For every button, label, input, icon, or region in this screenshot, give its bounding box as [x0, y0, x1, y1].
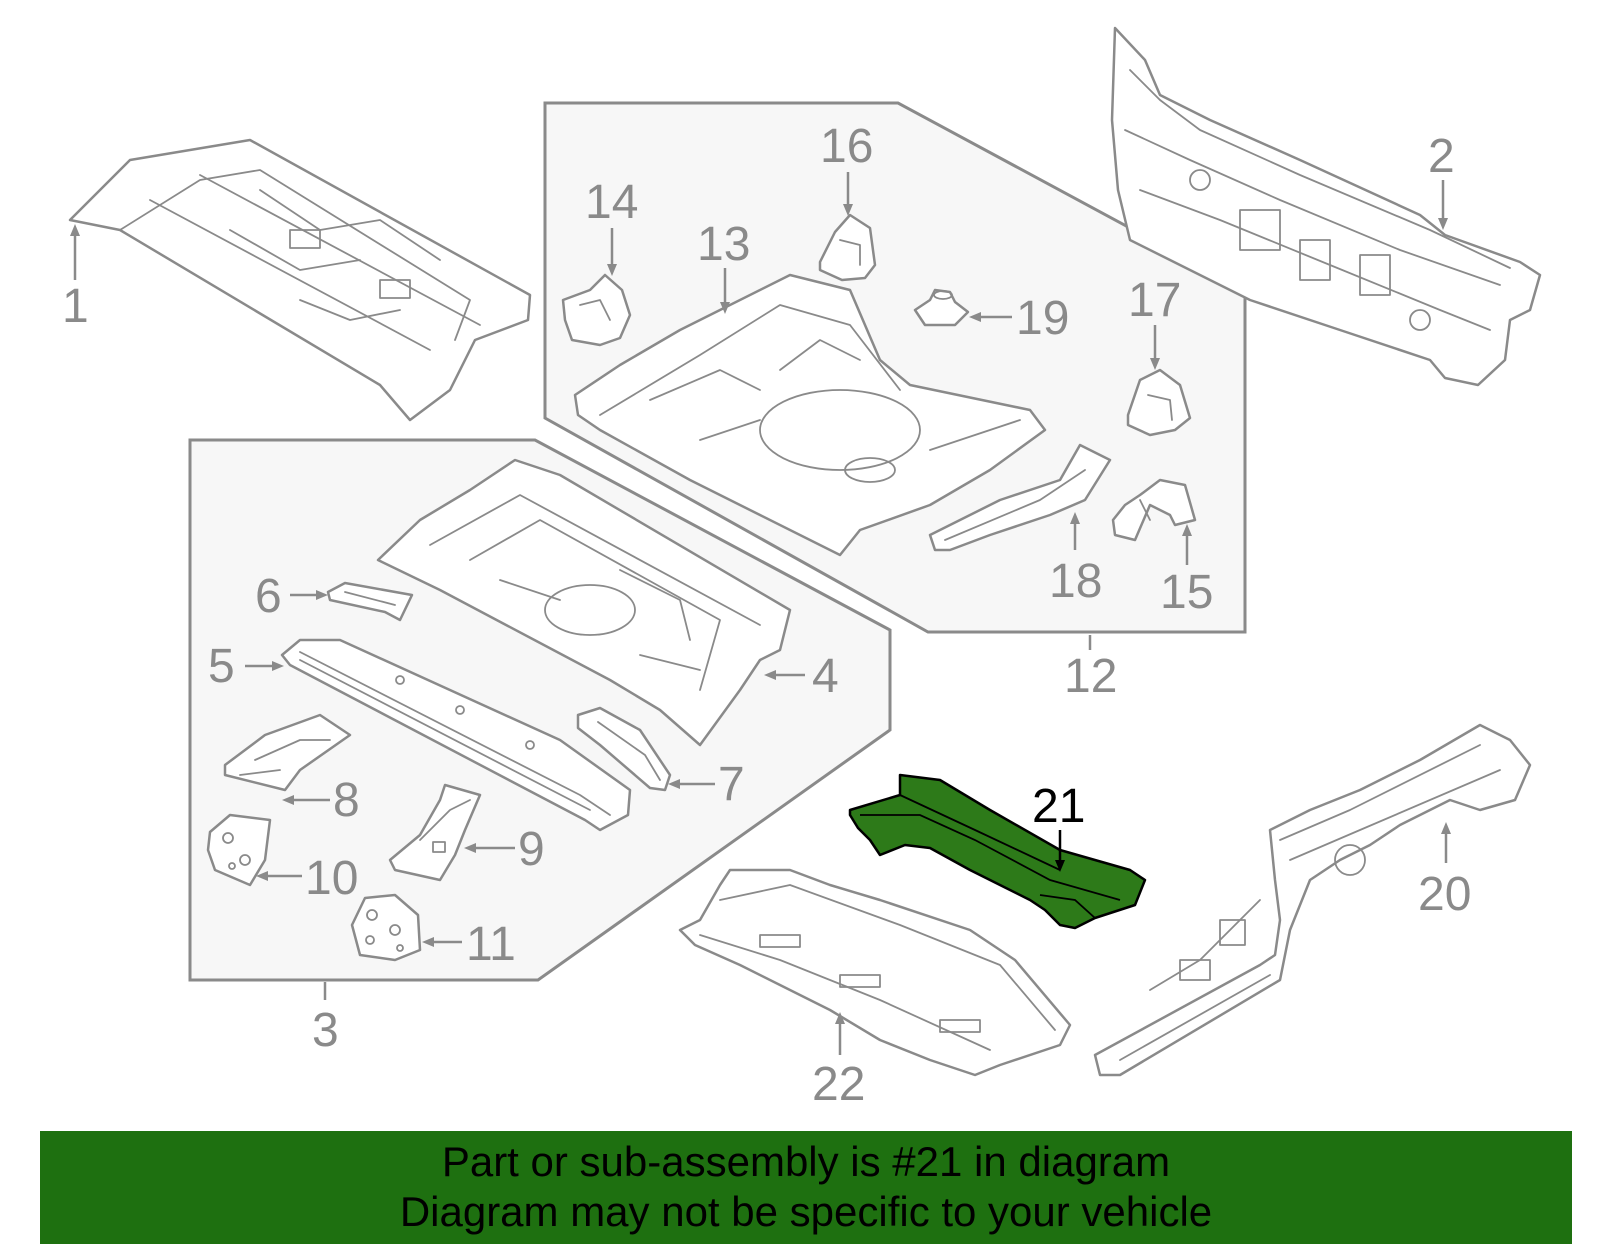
callout-6[interactable]: 6 — [255, 570, 282, 623]
arrowhead-8 — [282, 795, 294, 805]
parts-diagram: 1 2 3 4 5 6 7 8 9 10 11 12 13 14 15 16 1… — [62, 26, 1542, 1111]
arrowhead-18 — [1070, 512, 1080, 524]
arrowhead-13 — [720, 302, 730, 314]
part-21-drawing — [848, 773, 1147, 930]
part-16-drawing — [818, 213, 877, 282]
callout-10[interactable]: 10 — [305, 852, 358, 905]
banner-disclaimer: Diagram may not be specific to your vehi… — [399, 1188, 1213, 1235]
callout-18[interactable]: 18 — [1049, 555, 1102, 608]
part-11-drawing — [350, 893, 422, 962]
callout-labels: 1 2 3 4 5 6 7 8 9 10 11 12 13 14 15 16 1… — [62, 120, 1471, 1111]
arrowhead-4 — [764, 670, 776, 680]
arrowhead-15 — [1182, 524, 1192, 536]
callout-9[interactable]: 9 — [518, 823, 545, 876]
arrowhead-19 — [969, 312, 981, 322]
arrowhead-1 — [70, 224, 80, 236]
arrowhead-20 — [1441, 822, 1451, 834]
callout-17[interactable]: 17 — [1128, 274, 1181, 327]
callout-12[interactable]: 12 — [1064, 650, 1117, 703]
part-14-drawing — [561, 273, 632, 347]
part-13-drawing — [573, 273, 1047, 557]
callout-4[interactable]: 4 — [812, 650, 839, 703]
part-17-drawing — [1126, 368, 1192, 437]
arrowhead-7 — [668, 779, 680, 789]
part-9-drawing — [388, 783, 482, 882]
part-10-drawing — [206, 813, 272, 887]
part-1-drawing — [68, 138, 532, 422]
callout-7[interactable]: 7 — [718, 758, 745, 811]
arrowhead-9 — [464, 843, 476, 853]
info-banner: Part or sub-assembly is #21 in diagram D… — [40, 1131, 1572, 1244]
part-2-drawing — [1110, 26, 1542, 387]
part-4-drawing — [376, 458, 792, 747]
part-5-drawing — [280, 638, 632, 832]
callout-8[interactable]: 8 — [333, 774, 360, 827]
callout-14[interactable]: 14 — [585, 176, 638, 229]
leader-lines — [70, 172, 1451, 1055]
arrowhead-22 — [835, 1012, 845, 1024]
arrowhead-21 — [1055, 860, 1065, 872]
part-7-drawing — [576, 706, 672, 792]
arrowhead-16 — [843, 204, 853, 216]
callout-22[interactable]: 22 — [812, 1058, 865, 1111]
arrowhead-5 — [272, 661, 284, 671]
part-20-drawing — [1093, 723, 1532, 1077]
callout-11[interactable]: 11 — [466, 918, 516, 971]
arrowhead-6 — [316, 590, 328, 600]
callout-21[interactable]: 21 — [1032, 780, 1085, 833]
banner-part-note: Part or sub-assembly is #21 in diagram — [441, 1138, 1171, 1185]
callout-19[interactable]: 19 — [1016, 292, 1069, 345]
part-15-drawing — [1111, 478, 1197, 542]
part-18-drawing — [928, 443, 1112, 552]
callout-5[interactable]: 5 — [208, 640, 235, 693]
arrowhead-2 — [1438, 218, 1448, 230]
part-6-drawing — [326, 581, 414, 622]
part-8-drawing — [223, 713, 352, 792]
arrowhead-11 — [422, 937, 434, 947]
callout-16[interactable]: 16 — [820, 120, 873, 173]
callout-20[interactable]: 20 — [1418, 868, 1471, 921]
arrowhead-17 — [1150, 358, 1160, 370]
part-22-drawing — [678, 868, 1072, 1077]
callout-13[interactable]: 13 — [697, 218, 750, 271]
callout-15[interactable]: 15 — [1160, 566, 1213, 619]
arrowhead-10 — [256, 871, 268, 881]
part-19-drawing — [913, 288, 970, 327]
arrowhead-14 — [607, 264, 617, 276]
callout-2[interactable]: 2 — [1428, 130, 1455, 183]
callout-1[interactable]: 1 — [62, 280, 89, 333]
callout-3[interactable]: 3 — [312, 1004, 339, 1057]
